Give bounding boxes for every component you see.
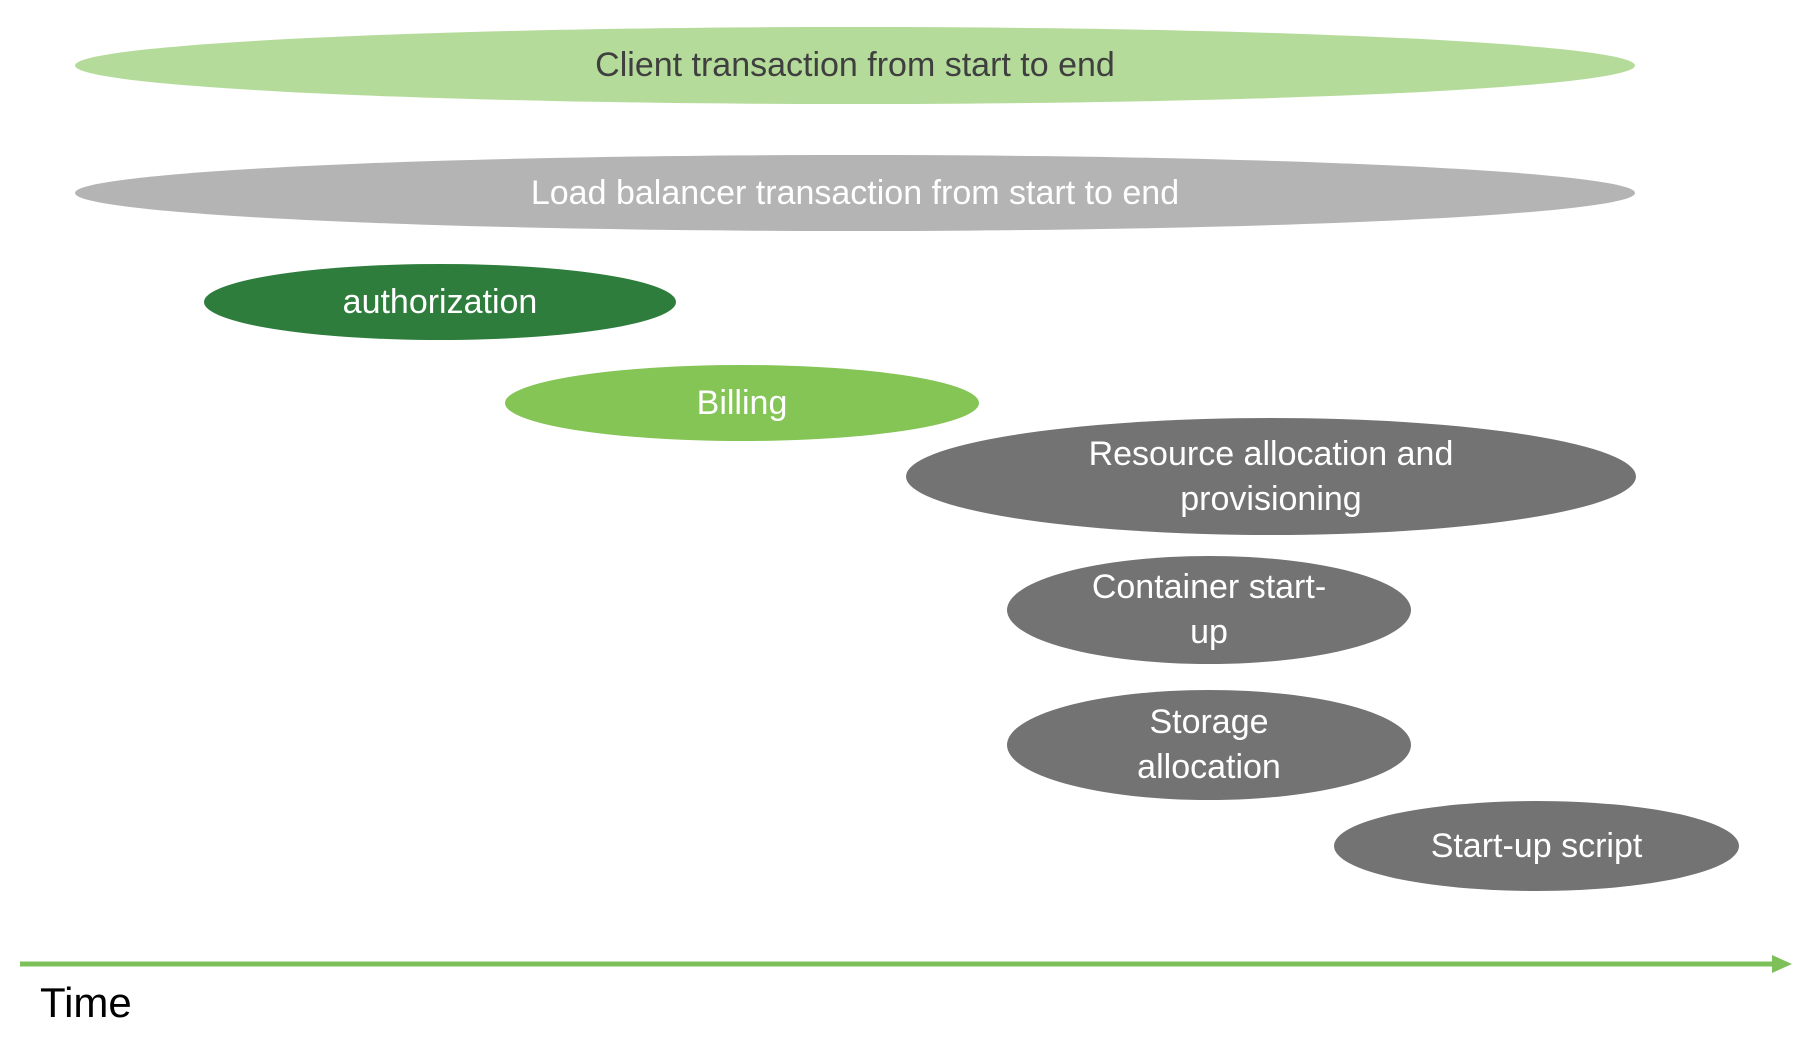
resource-allocation-label: Resource allocation and provisioning <box>1088 434 1454 518</box>
time-axis-label: Time <box>40 979 132 1026</box>
billing-label: Billing <box>696 383 788 422</box>
startup-script-ellipse: Start-up script <box>1334 801 1739 891</box>
client-transaction-ellipse: Client transaction from start to end <box>75 27 1635 104</box>
billing-ellipse: Billing <box>505 365 979 441</box>
startup-script-label: Start-up script <box>1430 826 1643 865</box>
storage-allocation-ellipse: Storage allocation <box>1007 690 1411 800</box>
container-startup-ellipse: Container start- up <box>1007 556 1411 664</box>
authorization-ellipse: authorization <box>204 264 676 340</box>
load-balancer-transaction-ellipse: Load balancer transaction from start to … <box>75 155 1635 231</box>
resource-allocation-ellipse: Resource allocation and provisioning <box>906 418 1636 535</box>
storage-allocation-label: Storage allocation <box>1137 703 1281 786</box>
container-startup-label: Container start- up <box>1091 568 1327 651</box>
time-axis-arrowhead <box>1772 955 1792 973</box>
client-transaction-label: Client transaction from start to end <box>595 46 1115 84</box>
authorization-label: authorization <box>342 282 538 321</box>
time-axis-arrow <box>20 955 1792 973</box>
load-balancer-transaction-label: Load balancer transaction from start to … <box>530 173 1180 212</box>
